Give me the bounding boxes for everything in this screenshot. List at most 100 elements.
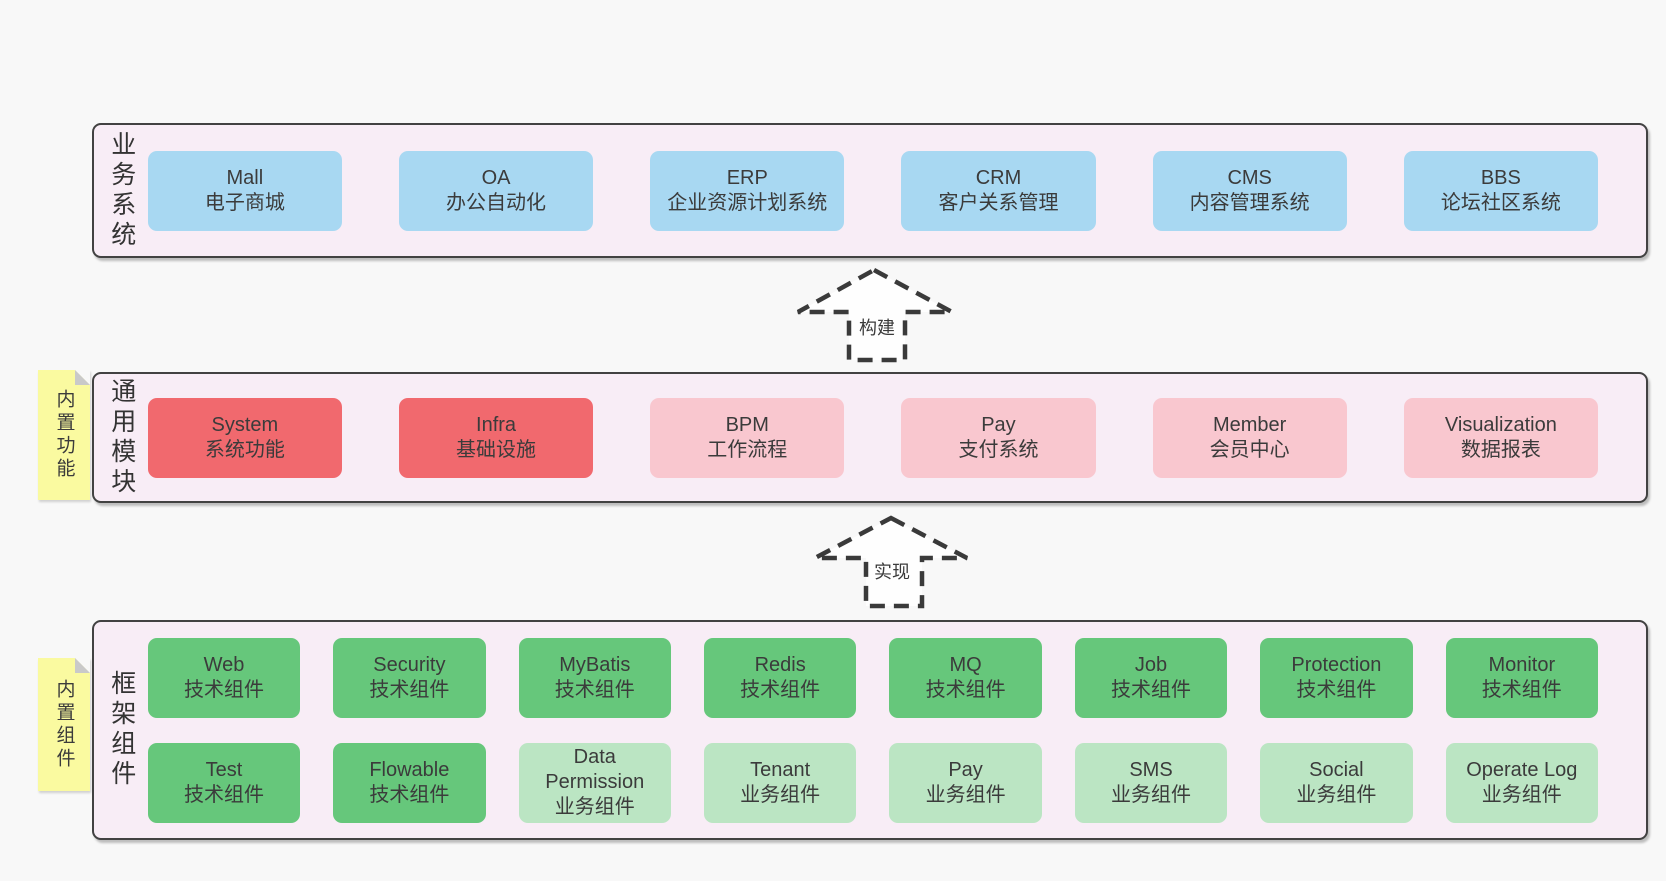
box-mybatis: MyBatis 技术组件	[518, 637, 671, 718]
box-member: Member 会员中心	[1152, 397, 1347, 478]
box-name: Web	[203, 653, 245, 676]
box-name: Protection	[1291, 653, 1382, 676]
box-erp: ERP 企业资源计划系统	[650, 150, 845, 231]
box-desc: 会员中心	[1209, 438, 1290, 461]
box-name: BBS	[1480, 166, 1521, 189]
common-modules-row: System 系统功能 Infra 基础设施 BPM 工作流程 Pay 支付系统…	[136, 397, 1646, 478]
box-oa: OA 办公自动化	[398, 150, 594, 231]
box-name: Pay	[948, 758, 983, 781]
box-desc: 数据报表	[1460, 438, 1541, 461]
box-desc: 技术组件	[1296, 678, 1377, 701]
box-name: OA	[481, 166, 511, 189]
band-label-framework-components: 框架组件	[107, 670, 136, 790]
box-desc: 支付系统	[958, 438, 1039, 461]
box-desc: 电子商城	[204, 191, 285, 214]
box-infra: Infra 基础设施	[398, 397, 594, 478]
box-desc: 技术组件	[554, 678, 635, 701]
box-redis: Redis 技术组件	[703, 637, 857, 718]
box-security: Security 技术组件	[333, 637, 486, 718]
box-desc: 技术组件	[1481, 678, 1562, 701]
box-desc: 办公自动化	[446, 191, 547, 214]
sticky-note-builtin-components: 内置组件	[38, 658, 90, 791]
band-label-business-systems: 业务系统	[107, 130, 136, 251]
build-arrow-label: 构建	[856, 313, 898, 341]
box-system: System 系统功能	[147, 397, 342, 478]
box-desc: 基础设施	[456, 438, 537, 461]
box-desc: 业务组件	[1110, 783, 1191, 806]
box-web: Web 技术组件	[147, 637, 301, 718]
band-common-modules: 通用模块 System 系统功能 Infra 基础设施 BPM 工作流程 Pay…	[92, 372, 1648, 503]
box-name: Monitor	[1488, 653, 1556, 676]
box-desc: 业务组件	[925, 783, 1006, 806]
box-cms: CMS 内容管理系统	[1152, 150, 1347, 231]
box-name: ERP	[726, 166, 768, 189]
box-visualization: Visualization 数据报表	[1403, 397, 1598, 478]
box-desc: 技术组件	[369, 678, 450, 701]
box-name: BPM	[725, 413, 769, 436]
box-operate-log: Operate Log 业务组件	[1445, 742, 1598, 823]
sticky-note-builtin-features: 内置功能	[38, 370, 90, 500]
sticky-label: 内置组件	[53, 678, 75, 771]
box-desc: 业务组件	[1481, 783, 1562, 806]
box-name: MQ	[949, 653, 982, 676]
box-name: Tenant	[750, 758, 811, 781]
box-name: Test	[205, 758, 243, 781]
box-social: Social 业务组件	[1260, 742, 1413, 823]
box-desc: 业务组件	[554, 796, 635, 818]
box-bbs: BBS 论坛社区系统	[1403, 150, 1598, 231]
framework-components-row-2: Test 技术组件 Flowable 技术组件 Data Permission …	[147, 742, 1598, 823]
box-name: Job	[1134, 653, 1168, 676]
box-job: Job 技术组件	[1074, 637, 1228, 718]
box-desc: 技术组件	[183, 783, 264, 806]
box-desc: 业务组件	[740, 783, 821, 806]
box-desc: 工作流程	[707, 438, 788, 461]
box-name: Member	[1212, 413, 1287, 436]
band-framework-components: 框架组件 Web 技术组件 Security 技术组件 MyBatis 技术组件…	[92, 620, 1648, 840]
box-name: Redis	[754, 653, 806, 676]
box-flowable: Flowable 技术组件	[333, 742, 486, 823]
box-name: Mall	[226, 166, 264, 189]
band-label-common-modules: 通用模块	[107, 377, 136, 498]
box-test: Test 技术组件	[147, 742, 301, 823]
box-name: SMS	[1129, 758, 1173, 781]
box-name: Flowable	[369, 758, 450, 781]
box-desc: 技术组件	[1110, 678, 1191, 701]
box-desc: 技术组件	[183, 678, 264, 701]
box-name: Social	[1309, 758, 1364, 781]
box-pay-system: Pay 支付系统	[901, 397, 1096, 478]
business-systems-row: Mall 电子商城 OA 办公自动化 ERP 企业资源计划系统 CRM 客户关系…	[136, 150, 1646, 231]
box-tenant: Tenant 业务组件	[703, 742, 857, 823]
box-crm: CRM 客户关系管理	[901, 150, 1096, 231]
box-desc: 技术组件	[740, 678, 821, 701]
box-name: CRM	[975, 166, 1022, 189]
box-name: CMS	[1227, 166, 1272, 189]
box-desc: 企业资源计划系统	[667, 191, 828, 214]
box-pay-component: Pay 业务组件	[889, 742, 1042, 823]
box-desc: 系统功能	[204, 438, 285, 461]
box-name: Data Permission	[545, 746, 645, 793]
box-sms: SMS 业务组件	[1074, 742, 1228, 823]
box-name: Visualization	[1444, 413, 1557, 436]
box-monitor: Monitor 技术组件	[1445, 637, 1598, 718]
box-data-permission: Data Permission 业务组件	[518, 742, 671, 823]
box-name: Security	[373, 653, 446, 676]
box-desc: 论坛社区系统	[1440, 191, 1561, 214]
sticky-label: 内置功能	[53, 389, 75, 481]
box-bpm: BPM 工作流程	[650, 397, 845, 478]
box-desc: 客户关系管理	[938, 191, 1059, 214]
box-name: System	[211, 413, 279, 436]
box-name: MyBatis	[559, 653, 631, 676]
box-protection: Protection 技术组件	[1260, 637, 1413, 718]
box-mall: Mall 电子商城	[147, 150, 342, 231]
box-mq: MQ 技术组件	[889, 637, 1042, 718]
framework-components-row-1: Web 技术组件 Security 技术组件 MyBatis 技术组件 Redi…	[147, 637, 1598, 718]
box-desc: 内容管理系统	[1189, 191, 1310, 214]
box-name: Infra	[476, 413, 517, 436]
implement-arrow-label: 实现	[871, 557, 913, 585]
framework-components-rows: Web 技术组件 Security 技术组件 MyBatis 技术组件 Redi…	[136, 637, 1646, 823]
box-desc: 技术组件	[925, 678, 1006, 701]
box-name: Pay	[981, 413, 1016, 436]
box-name: Operate Log	[1466, 758, 1578, 781]
box-desc: 业务组件	[1296, 783, 1377, 806]
